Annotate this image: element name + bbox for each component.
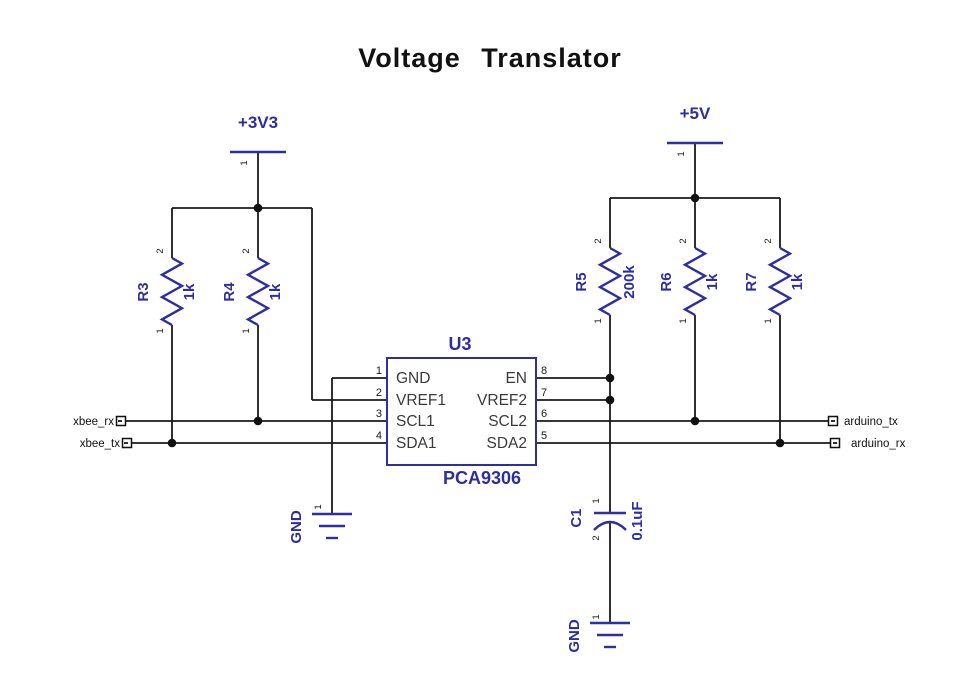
- resistor-pin-number: 2: [763, 238, 774, 243]
- resistor-value: 1k: [181, 283, 198, 300]
- resistor-zigzag-icon: [682, 246, 708, 317]
- ic-pin-number: 5: [541, 430, 547, 442]
- net-xbee-tx: xbee_tx: [80, 437, 133, 450]
- junction-dots: [167, 193, 785, 448]
- capacitor-pin-number: 1: [591, 498, 602, 503]
- ic-pin-number: 4: [376, 430, 382, 442]
- resistor-ref: R5: [573, 272, 590, 291]
- ic-pin-number: 8: [541, 365, 547, 377]
- power-symbol-3v3: +3V3 1: [230, 113, 286, 166]
- net-arduino-rx: arduino_rx: [829, 437, 906, 450]
- resistor-ref: R7: [743, 272, 760, 291]
- junction-dot: [253, 416, 263, 426]
- schematic-title: Voltage Translator: [358, 43, 622, 73]
- junction-dot: [605, 373, 615, 383]
- net-label: arduino_tx: [844, 416, 898, 428]
- ic-pin-name: EN: [505, 370, 527, 387]
- resistor-pin-number: 1: [593, 318, 604, 323]
- resistor-pin-number: 2: [593, 238, 604, 243]
- ic-pin-number: 3: [376, 408, 382, 420]
- ic-pin-name: GND: [396, 370, 430, 387]
- capacitor-value: 0.1uF: [629, 501, 646, 540]
- ground-symbol-left: GND 1: [288, 504, 352, 544]
- resistor-r4: R4 1k 2 1: [221, 248, 284, 333]
- net-label: xbee_rx: [73, 416, 114, 428]
- net-xbee-rx: xbee_rx: [73, 415, 127, 428]
- ic-u3: U3 PCA9306 GND VREF1 SCL1 SDA1 EN VREF2 …: [376, 334, 547, 488]
- ground-label: GND: [288, 510, 305, 544]
- ground-symbol-bottom: GND 1: [566, 614, 630, 653]
- ic-pin-number: 7: [541, 387, 547, 399]
- resistor-zigzag-icon: [245, 256, 271, 327]
- capacitor-curved-plate-icon: [593, 520, 627, 531]
- resistor-pin-number: 1: [763, 318, 774, 323]
- ic-pin-number: 2: [376, 387, 382, 399]
- resistor-r5: R5 200k 2 1: [573, 238, 638, 323]
- capacitor-pin-number: 2: [591, 535, 602, 540]
- resistor-value: 1k: [267, 283, 284, 300]
- resistor-pin-number: 2: [155, 248, 166, 253]
- ground-pin-number: 1: [313, 504, 324, 509]
- net-label: xbee_tx: [80, 438, 121, 450]
- ic-part-number: PCA9306: [443, 468, 521, 488]
- ic-pin-name: SCL1: [396, 413, 435, 430]
- ground-label: GND: [566, 619, 583, 653]
- resistor-pin-number: 1: [155, 328, 166, 333]
- resistor-zigzag-icon: [597, 246, 623, 317]
- resistor-pin-number: 1: [678, 318, 689, 323]
- resistor-r6: R6 1k 2 1: [658, 238, 721, 323]
- resistor-ref: R4: [221, 282, 238, 302]
- resistor-ref: R6: [658, 272, 675, 291]
- resistor-value: 1k: [704, 273, 721, 290]
- ic-pin-name: VREF1: [396, 392, 446, 409]
- resistor-pin-number: 2: [241, 248, 252, 253]
- net-label: arduino_rx: [851, 438, 906, 450]
- ground-pin-number: 1: [591, 614, 602, 619]
- ic-body: [386, 357, 537, 466]
- junction-dot: [775, 438, 785, 448]
- resistor-pin-number: 1: [241, 328, 252, 333]
- resistor-value: 200k: [621, 265, 638, 299]
- power-symbol-5v: +5V 1: [667, 104, 723, 157]
- junction-dot: [690, 193, 700, 203]
- resistor-r7: R7 1k 2 1: [743, 238, 806, 323]
- net-arduino-tx: arduino_tx: [827, 415, 898, 428]
- resistor-r3: R3 1k 2 1: [135, 248, 198, 333]
- ic-pin-name: SDA1: [396, 435, 437, 452]
- power-pin-number: 1: [676, 151, 687, 156]
- junction-dot: [167, 438, 177, 448]
- power-pin-number: 1: [239, 160, 250, 165]
- capacitor-c1: C1 0.1uF 1 2: [568, 498, 646, 540]
- resistor-zigzag-icon: [159, 256, 185, 327]
- ic-pin-name: SDA2: [487, 435, 528, 452]
- junction-dot: [605, 395, 615, 405]
- junction-dot: [253, 203, 263, 213]
- junction-dot: [690, 416, 700, 426]
- power-label-3v3: +3V3: [238, 113, 278, 132]
- resistor-pin-number: 2: [678, 238, 689, 243]
- ic-pin-number: 6: [541, 408, 547, 420]
- resistor-ref: R3: [135, 282, 152, 301]
- capacitor-ref: C1: [568, 508, 585, 527]
- resistor-zigzag-icon: [767, 246, 793, 317]
- ic-refdes: U3: [448, 334, 471, 354]
- resistor-value: 1k: [789, 273, 806, 290]
- ic-pin-number: 1: [376, 365, 382, 377]
- ic-pin-name: VREF2: [477, 392, 527, 409]
- power-label-5v: +5V: [680, 104, 711, 123]
- ic-pin-name: SCL2: [488, 413, 527, 430]
